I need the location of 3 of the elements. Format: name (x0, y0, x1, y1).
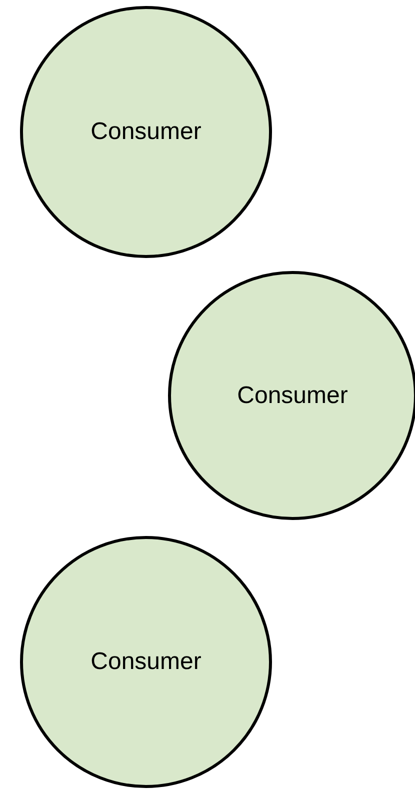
node-label: Consumer (90, 118, 202, 146)
node-label: Consumer (237, 382, 348, 410)
node-label: Consumer (90, 648, 202, 676)
